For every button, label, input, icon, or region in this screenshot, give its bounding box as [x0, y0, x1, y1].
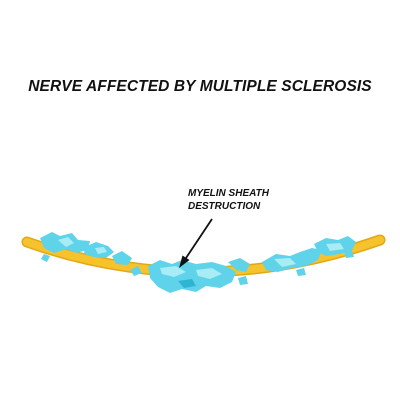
- myelin-fragment: [112, 251, 132, 265]
- annotation-line-2: DESTRUCTION: [188, 200, 261, 212]
- annotation-line-1: MYELIN SHEATH: [188, 188, 269, 199]
- myelin-fragment: [326, 243, 344, 251]
- myelin-fragment: [196, 268, 222, 279]
- myelin-fragment: [148, 260, 236, 293]
- myelin-fragment: [228, 258, 250, 272]
- myelin-fragment: [178, 279, 196, 288]
- myelin-fragment: [160, 266, 186, 277]
- myelin-fragments-middle: [130, 258, 250, 293]
- myelin-fragment: [238, 276, 248, 285]
- myelin-fragment: [274, 258, 296, 267]
- myelin-fragments-left: [40, 232, 132, 265]
- myelin-fragment: [130, 266, 142, 276]
- myelin-fragment: [344, 250, 354, 258]
- myelin-sheath-destruction-label: MYELIN SHEATH DESTRUCTION: [188, 188, 269, 213]
- myelin-fragment: [41, 254, 50, 262]
- diagram-title: NERVE AFFECTED BY MULTIPLE SCLEROSIS: [28, 78, 372, 95]
- myelin-fragment: [296, 268, 306, 276]
- myelin-fragments-right: [262, 236, 356, 276]
- arrow-icon: [179, 218, 213, 268]
- myelin-fragment: [58, 237, 74, 247]
- myelin-fragment: [95, 247, 107, 254]
